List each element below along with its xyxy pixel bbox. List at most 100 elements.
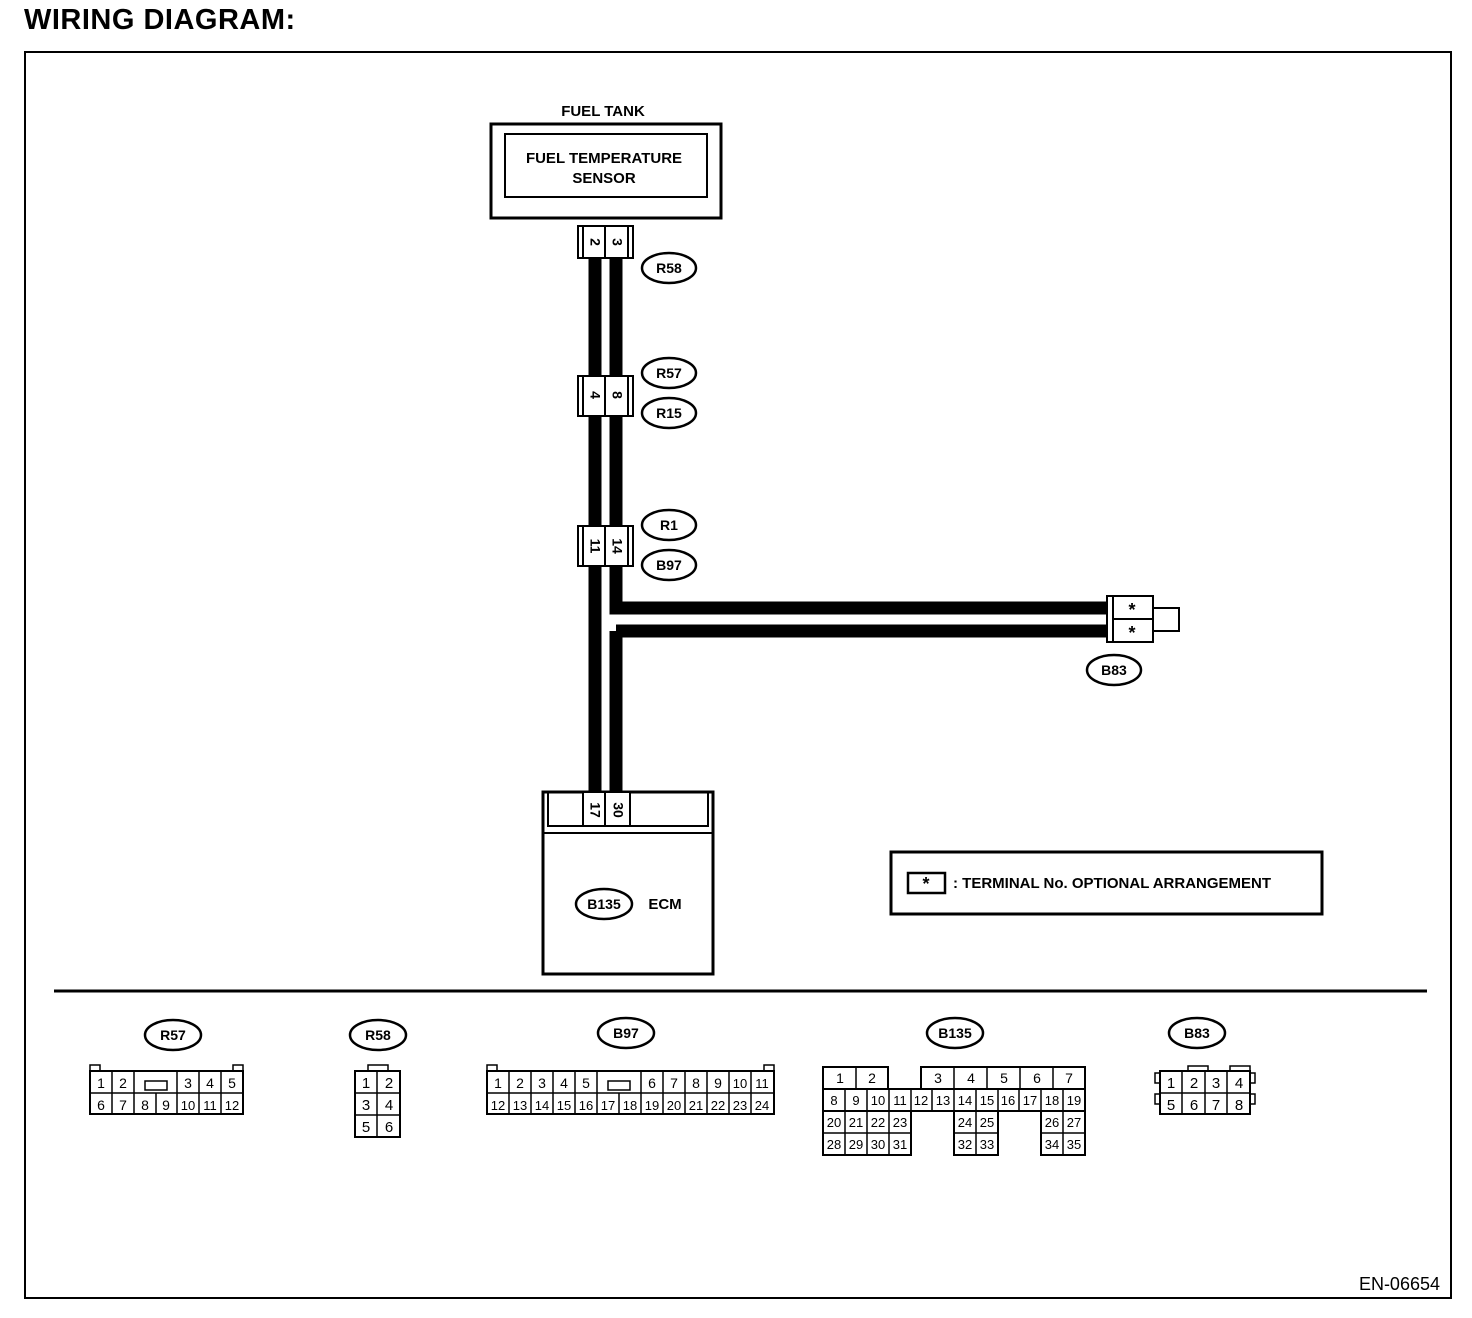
svg-text:1: 1 bbox=[362, 1075, 370, 1092]
pin-label: 14 bbox=[609, 538, 625, 554]
svg-text:4: 4 bbox=[206, 1075, 214, 1091]
svg-text:B135: B135 bbox=[587, 896, 621, 912]
svg-text:9: 9 bbox=[852, 1093, 859, 1108]
pinout-b135: 1 2 3 4 5 6 7 8 9 10 11 12 13 14 15 16 1… bbox=[822, 1066, 1086, 1156]
connector-tag-r1: R1 bbox=[640, 508, 698, 542]
svg-text:32: 32 bbox=[958, 1137, 972, 1152]
svg-text:4: 4 bbox=[385, 1097, 393, 1114]
fuel-tank-label: FUEL TANK bbox=[561, 103, 645, 120]
legend-text: : TERMINAL No. OPTIONAL ARRANGEMENT bbox=[953, 875, 1271, 892]
svg-text:3: 3 bbox=[934, 1070, 942, 1086]
pin-label: 17 bbox=[587, 802, 603, 818]
pin-label: 4 bbox=[587, 391, 603, 399]
svg-text:B83: B83 bbox=[1101, 662, 1127, 678]
connector-tag-b97: B97 bbox=[640, 548, 698, 582]
pin-label: 2 bbox=[587, 238, 603, 246]
pinout-tag-b97: B97 bbox=[596, 1016, 656, 1050]
svg-text:10: 10 bbox=[733, 1076, 747, 1091]
svg-text:5: 5 bbox=[1167, 1097, 1175, 1114]
svg-text:16: 16 bbox=[579, 1098, 593, 1113]
svg-text:34: 34 bbox=[1045, 1137, 1059, 1152]
svg-text:1: 1 bbox=[494, 1075, 502, 1091]
svg-text:11: 11 bbox=[893, 1093, 907, 1108]
pinout-tag-b83: B83 bbox=[1167, 1016, 1227, 1050]
svg-text:6: 6 bbox=[1190, 1097, 1198, 1114]
connector-r58-inline: 2 3 bbox=[577, 225, 634, 259]
svg-text:2: 2 bbox=[868, 1070, 876, 1086]
connector-b83: * * bbox=[1106, 595, 1180, 643]
svg-text:11: 11 bbox=[755, 1076, 769, 1091]
svg-text:18: 18 bbox=[1045, 1093, 1059, 1108]
connector-r57-r15-inline: 4 8 bbox=[577, 375, 634, 417]
svg-text:4: 4 bbox=[560, 1075, 568, 1091]
svg-text:35: 35 bbox=[1067, 1137, 1081, 1152]
connector-tag-b83: B83 bbox=[1085, 653, 1143, 687]
svg-text:5: 5 bbox=[228, 1075, 236, 1091]
svg-text:3: 3 bbox=[1212, 1075, 1220, 1092]
svg-text:10: 10 bbox=[181, 1098, 195, 1113]
pinout-b83: 1 2 3 4 5 6 7 8 bbox=[1154, 1065, 1256, 1115]
svg-text:6: 6 bbox=[97, 1097, 105, 1113]
svg-text:4: 4 bbox=[1235, 1075, 1243, 1092]
svg-text:2: 2 bbox=[516, 1075, 524, 1091]
svg-text:3: 3 bbox=[362, 1097, 370, 1114]
svg-text:12: 12 bbox=[225, 1098, 239, 1113]
diagram-frame bbox=[24, 51, 1452, 1299]
svg-text:12: 12 bbox=[914, 1093, 928, 1108]
svg-text:20: 20 bbox=[667, 1098, 681, 1113]
svg-text:8: 8 bbox=[830, 1093, 837, 1108]
svg-text:R57: R57 bbox=[656, 365, 682, 381]
svg-text:8: 8 bbox=[692, 1075, 700, 1091]
svg-text:1: 1 bbox=[836, 1070, 844, 1086]
svg-text:9: 9 bbox=[162, 1097, 170, 1113]
svg-text:R15: R15 bbox=[656, 405, 682, 421]
svg-text:12: 12 bbox=[491, 1098, 505, 1113]
svg-text:8: 8 bbox=[1235, 1097, 1243, 1114]
pinout-r57: 1 2 3 4 5 6 7 8 9 10 11 12 bbox=[89, 1064, 244, 1115]
svg-text:17: 17 bbox=[601, 1098, 615, 1113]
svg-text:20: 20 bbox=[827, 1115, 841, 1130]
svg-text:28: 28 bbox=[827, 1137, 841, 1152]
connector-tag-r15: R15 bbox=[640, 396, 698, 430]
svg-text:9: 9 bbox=[714, 1075, 722, 1091]
svg-text:33: 33 bbox=[980, 1137, 994, 1152]
pin-label: 3 bbox=[609, 238, 625, 246]
svg-text:14: 14 bbox=[958, 1093, 972, 1108]
svg-text:5: 5 bbox=[1000, 1070, 1008, 1086]
svg-text:23: 23 bbox=[893, 1115, 907, 1130]
sensor-label-line2: SENSOR bbox=[572, 170, 636, 187]
svg-text:23: 23 bbox=[733, 1098, 747, 1113]
svg-text:24: 24 bbox=[958, 1115, 972, 1130]
sensor-label-line1: FUEL TEMPERATURE bbox=[526, 150, 682, 167]
svg-text:21: 21 bbox=[689, 1098, 703, 1113]
svg-text:2: 2 bbox=[385, 1075, 393, 1092]
svg-text:2: 2 bbox=[1190, 1075, 1198, 1092]
svg-text:19: 19 bbox=[645, 1098, 659, 1113]
svg-text:B97: B97 bbox=[656, 557, 682, 573]
pin-label: 30 bbox=[610, 802, 626, 818]
pinout-b97: 1 2 3 4 5 6 7 8 9 10 11 12 13 14 15 16 1… bbox=[486, 1064, 775, 1115]
pin-label: * bbox=[1128, 600, 1135, 620]
svg-text:1: 1 bbox=[97, 1075, 105, 1091]
document-code: EN-06654 bbox=[1359, 1274, 1440, 1294]
ecm-label: ECM bbox=[648, 896, 681, 913]
svg-text:22: 22 bbox=[871, 1115, 885, 1130]
svg-text:17: 17 bbox=[1023, 1093, 1037, 1108]
legend-symbol: * bbox=[922, 874, 929, 894]
svg-text:B135: B135 bbox=[938, 1025, 972, 1041]
svg-text:11: 11 bbox=[203, 1098, 217, 1113]
pin-label: * bbox=[1128, 623, 1135, 643]
page-title: WIRING DIAGRAM: bbox=[24, 4, 296, 36]
svg-text:8: 8 bbox=[141, 1097, 149, 1113]
svg-text:6: 6 bbox=[648, 1075, 656, 1091]
pin-label: 11 bbox=[587, 539, 603, 554]
svg-text:30: 30 bbox=[871, 1137, 885, 1152]
svg-text:19: 19 bbox=[1067, 1093, 1081, 1108]
svg-text:18: 18 bbox=[623, 1098, 637, 1113]
svg-text:6: 6 bbox=[385, 1119, 393, 1136]
svg-text:24: 24 bbox=[755, 1098, 769, 1113]
svg-text:7: 7 bbox=[119, 1097, 127, 1113]
wire-harness bbox=[588, 258, 1110, 795]
svg-text:R57: R57 bbox=[160, 1027, 186, 1043]
svg-text:R58: R58 bbox=[656, 260, 682, 276]
